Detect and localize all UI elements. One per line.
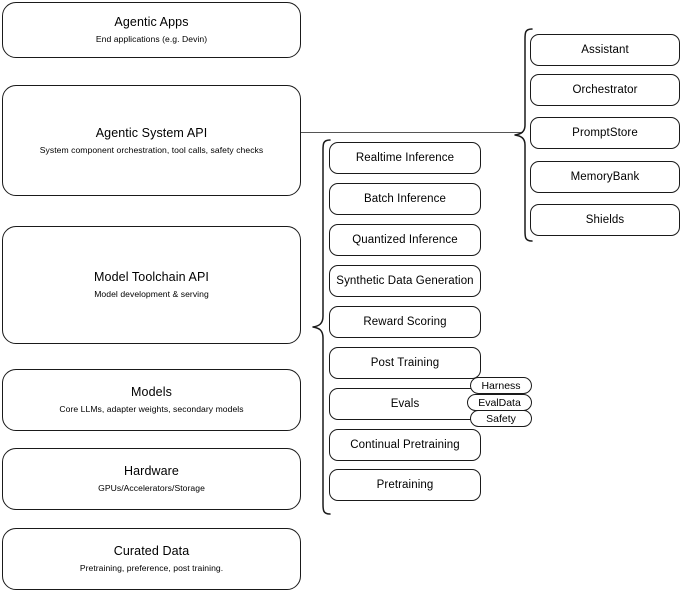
layer-title: Agentic Apps [114, 15, 189, 29]
layer-box-models[interactable]: Models Core LLMs, adapter weights, secon… [2, 369, 301, 431]
component-box-label: PromptStore [572, 127, 638, 139]
component-box-label: Assistant [581, 44, 629, 56]
component-box-label: Shields [585, 214, 625, 226]
layer-box-agentic-apps[interactable]: Agentic Apps End applications (e.g. Devi… [2, 2, 301, 58]
component-box-label: MemoryBank [570, 171, 640, 183]
pill-safety[interactable]: Safety [470, 410, 532, 427]
layer-box-curated-data[interactable]: Curated Data Pretraining, preference, po… [2, 528, 301, 590]
layer-title: Curated Data [113, 544, 190, 558]
component-box-promptstore[interactable]: PromptStore [530, 117, 680, 149]
api-box-realtime-inference[interactable]: Realtime Inference [329, 142, 481, 174]
api-box-continual-pretraining[interactable]: Continual Pretraining [329, 429, 481, 461]
layer-title: Models [131, 385, 172, 399]
api-box-label: Synthetic Data Generation [336, 275, 474, 287]
api-box-reward-scoring[interactable]: Reward Scoring [329, 306, 481, 338]
api-box-label: Realtime Inference [355, 152, 455, 164]
api-box-pretraining[interactable]: Pretraining [329, 469, 481, 501]
layer-subtitle: Core LLMs, adapter weights, secondary mo… [59, 404, 244, 414]
component-box-label: Orchestrator [572, 84, 638, 96]
component-box-memorybank[interactable]: MemoryBank [530, 161, 680, 193]
layer-subtitle: Model development & serving [94, 289, 209, 299]
api-box-post-training[interactable]: Post Training [329, 347, 481, 379]
component-box-orchestrator[interactable]: Orchestrator [530, 74, 680, 106]
api-box-label: Batch Inference [363, 193, 447, 205]
api-box-evals[interactable]: Evals [329, 388, 481, 420]
api-box-batch-inference[interactable]: Batch Inference [329, 183, 481, 215]
layer-subtitle: Pretraining, preference, post training. [79, 563, 224, 573]
api-box-label: Pretraining [376, 479, 434, 491]
api-box-quantized-inference[interactable]: Quantized Inference [329, 224, 481, 256]
layer-box-hardware[interactable]: Hardware GPUs/Accelerators/Storage [2, 448, 301, 510]
api-box-label: Evals [390, 398, 420, 410]
brace-toolchain-apis [310, 138, 332, 516]
api-box-label: Quantized Inference [352, 234, 458, 246]
api-box-synthetic-data-generation[interactable]: Synthetic Data Generation [329, 265, 481, 297]
layer-subtitle: System component orchestration, tool cal… [39, 144, 264, 155]
api-box-label: Reward Scoring [363, 316, 447, 328]
component-box-assistant[interactable]: Assistant [530, 34, 680, 66]
pill-harness[interactable]: Harness [470, 377, 532, 394]
layer-box-model-toolchain-api[interactable]: Model Toolchain API Model development & … [2, 226, 301, 344]
layer-box-agentic-system-api[interactable]: Agentic System API System component orch… [2, 85, 301, 196]
layer-title: Agentic System API [95, 125, 208, 140]
layer-subtitle: GPUs/Accelerators/Storage [98, 483, 205, 493]
api-box-label: Post Training [370, 357, 440, 369]
component-box-shields[interactable]: Shields [530, 204, 680, 236]
layer-title: Model Toolchain API [94, 270, 209, 284]
api-box-label: Continual Pretraining [350, 439, 460, 451]
layer-subtitle: End applications (e.g. Devin) [95, 34, 208, 44]
brace-system-components [512, 27, 534, 243]
layer-title: Hardware [124, 464, 179, 478]
pill-evaldata[interactable]: EvalData [467, 394, 532, 411]
connector-system-api-to-components [301, 132, 523, 134]
